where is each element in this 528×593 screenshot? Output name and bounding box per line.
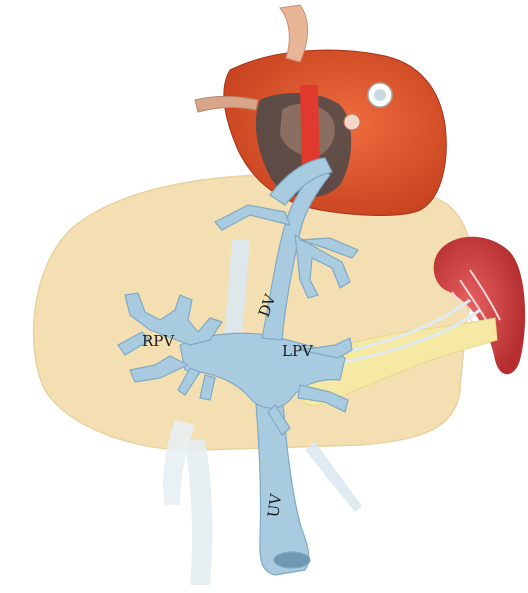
label-rpv: RPV [142,332,175,350]
coronary-sinus [344,114,360,130]
valve-inner [374,89,386,101]
umbilical-vein-opening [274,552,310,568]
lower-left-vessel [185,440,212,585]
label-lpv: LPV [282,342,314,360]
right-oblique-vessel [305,442,362,512]
label-uv: UV [264,492,285,519]
